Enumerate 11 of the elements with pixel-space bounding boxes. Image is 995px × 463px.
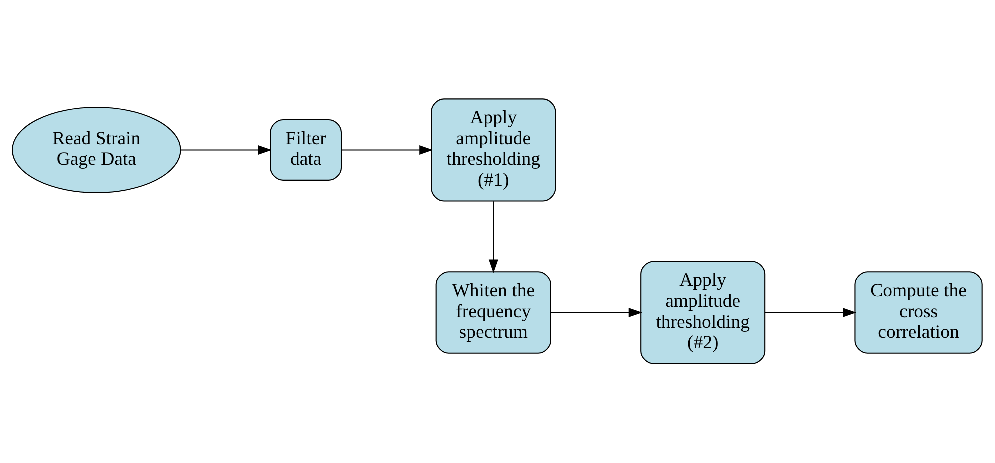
node-box: Apply amplitude thresholding (#2) [640,261,766,364]
arrow [488,202,498,274]
node-box: Apply amplitude thresholding (#1) [431,98,556,202]
arrow [180,145,272,155]
arrow [551,308,642,318]
node-box: Whiten the frequency spectrum [436,272,552,354]
node-box: Compute the cross correlation [854,272,983,354]
arrow [342,145,434,155]
node-box: Filter data [270,120,342,181]
arrow [765,308,857,318]
node-ellipse: Read Strain Gage Data [12,106,182,194]
